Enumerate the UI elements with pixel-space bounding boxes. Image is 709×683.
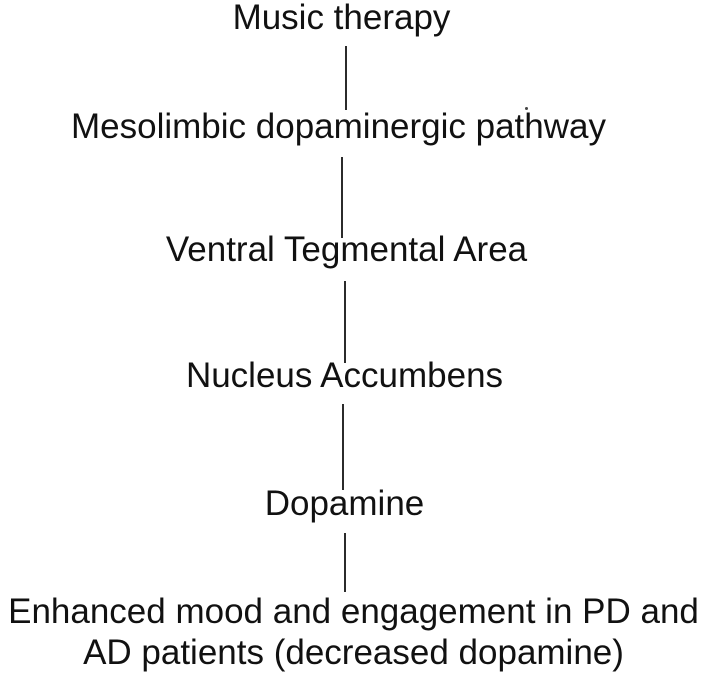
node-music-therapy: Music therapy xyxy=(232,0,451,37)
node-mesolimbic-dopaminergic-pathway: Mesolimbic dopaminergic pathway xyxy=(71,107,606,146)
connector-line-4 xyxy=(342,404,344,490)
connector-line-2 xyxy=(341,157,343,238)
stray-dot-artifact xyxy=(525,107,528,110)
node-nucleus-accumbens: Nucleus Accumbens xyxy=(185,356,504,395)
node-ventral-tegmental-area: Ventral Tegmental Area xyxy=(165,230,528,269)
connector-line-3 xyxy=(344,281,346,363)
node-enhanced-mood-outcome: Enhanced mood and engagement in PD and A… xyxy=(0,591,708,673)
outcome-line-2: AD patients (decreased dopamine) xyxy=(83,633,624,672)
node-dopamine: Dopamine xyxy=(264,484,425,523)
connector-line-5 xyxy=(344,533,346,592)
connector-line-1 xyxy=(345,46,347,110)
outcome-line-1: Enhanced mood and engagement in PD and xyxy=(8,592,699,631)
